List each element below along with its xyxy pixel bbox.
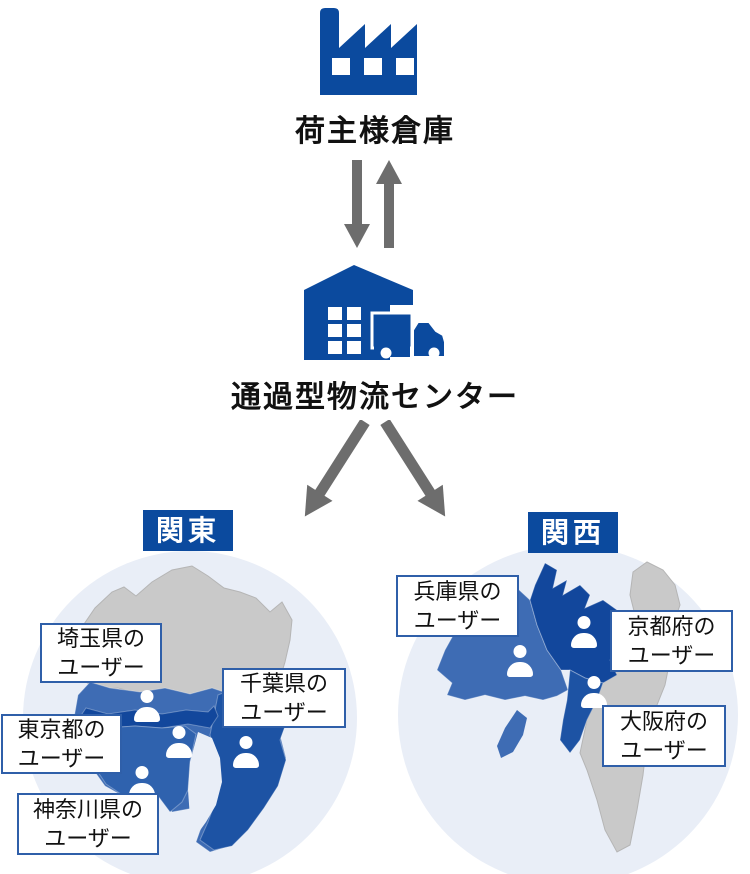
user-label-kyoto: 京都府の ユーザー — [610, 610, 733, 672]
truck-icon — [370, 311, 446, 359]
user-label-kanagawa: 神奈川県の ユーザー — [17, 793, 159, 855]
user-icon — [570, 616, 598, 648]
kansai-map — [398, 545, 738, 874]
user-icon — [232, 736, 260, 768]
user-icon — [506, 645, 534, 677]
tokyo-bay — [188, 732, 222, 836]
region-badge-kanto: 関東 — [143, 510, 234, 551]
truck-wheel — [428, 347, 440, 359]
warehouse-shelves — [328, 307, 361, 354]
region-badge-kansai: 関西 — [528, 512, 619, 553]
user-icon — [133, 690, 161, 722]
user-label-saitama: 埼玉県の ユーザー — [40, 623, 162, 683]
user-icon — [165, 726, 193, 758]
user-label-osaka: 大阪府の ユーザー — [602, 705, 726, 767]
down-arrow-icon — [344, 160, 370, 248]
user-icon — [580, 676, 608, 708]
shipper-warehouse-label: 荷主様倉庫 — [295, 115, 455, 148]
awaji-island — [497, 710, 527, 758]
down-right-arrow-icon — [380, 420, 446, 517]
user-label-hyogo: 兵庫県の ユーザー — [396, 575, 519, 637]
factory-window — [364, 58, 382, 75]
factory-window — [332, 58, 350, 75]
down-left-arrow-icon — [304, 420, 370, 517]
warehouse-truck-icon — [304, 265, 446, 360]
region-kansai: 関西 兵庫県の ユーザー 京都府の ユーザー 大阪府の ユーザー — [375, 500, 750, 874]
bidirectional-arrows — [344, 160, 402, 248]
diverging-arrows — [304, 420, 446, 517]
region-kanto: 関東 埼玉県の ユーザー 千葉県の ユーザー 東京都の ユーザー 神奈川県の ユ… — [0, 500, 375, 874]
factory-window — [396, 58, 414, 75]
user-label-tokyo: 東京都の ユーザー — [1, 714, 122, 774]
logistics-center-label: 通過型物流センター — [231, 381, 519, 414]
up-arrow-icon — [376, 160, 402, 248]
truck-wheel — [380, 347, 392, 359]
factory-icon — [320, 8, 417, 95]
user-label-chiba: 千葉県の ユーザー — [222, 668, 346, 728]
